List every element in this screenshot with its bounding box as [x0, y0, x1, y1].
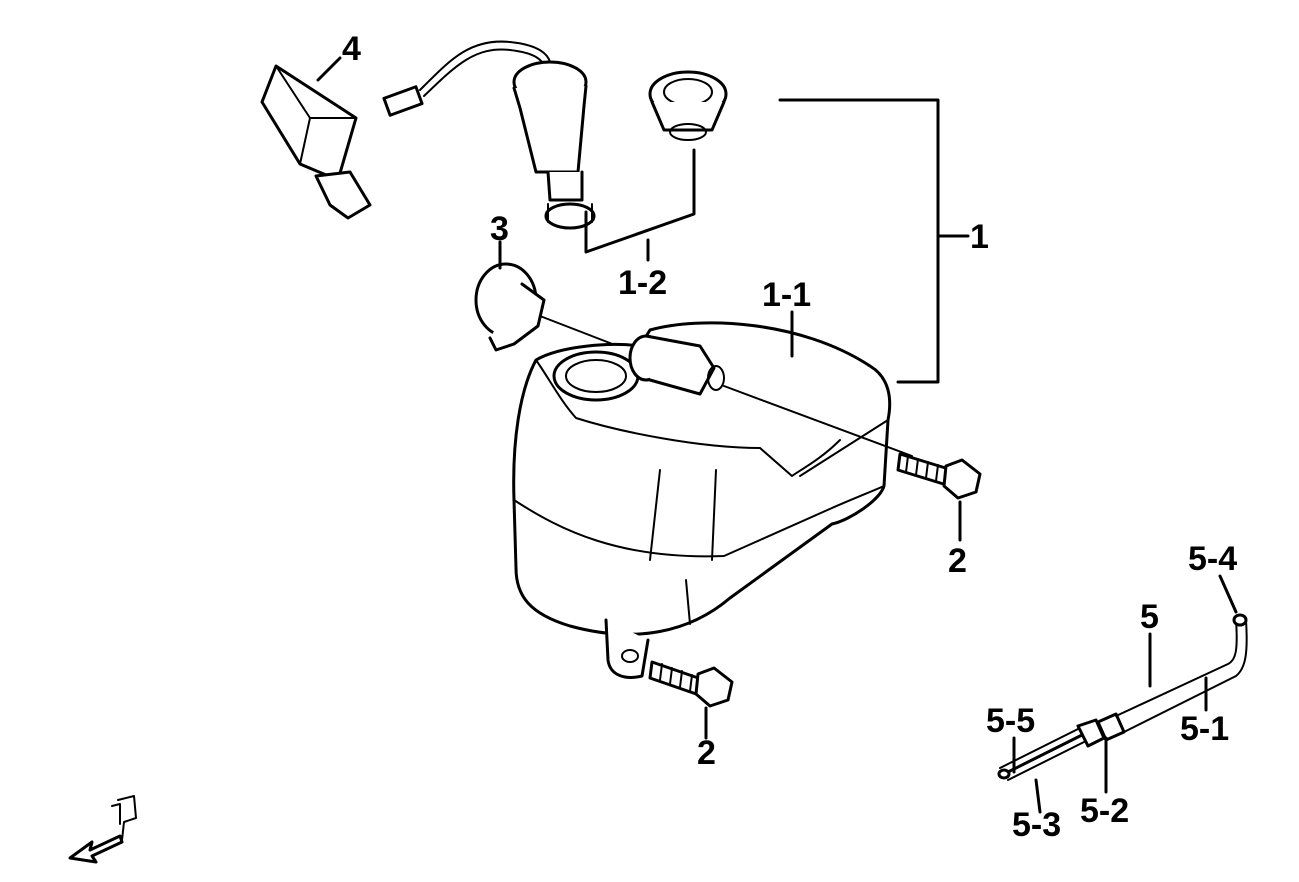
- oil-hose-part: [997, 613, 1248, 781]
- mounting-tab-part: [604, 618, 650, 679]
- bolt-leader-line: [723, 385, 913, 457]
- funnel-part: [260, 64, 372, 220]
- upper-bolt-part: [896, 452, 982, 500]
- callout-3: 3: [490, 210, 509, 248]
- front-arrow-icon: [68, 795, 137, 864]
- callout-5-2: 5-2: [1080, 792, 1129, 830]
- callout-5-4: 5-4: [1188, 540, 1237, 578]
- callout-4: 4: [342, 30, 361, 68]
- oil-tank-part: [512, 321, 892, 636]
- level-sensor-part: [382, 40, 596, 230]
- callout-5-5: 5-5: [986, 702, 1035, 740]
- callout-2-upper: 2: [948, 542, 967, 580]
- callout-2-lower: 2: [697, 734, 716, 772]
- callout-1: 1: [970, 218, 989, 256]
- callout-leaders: [316, 56, 1238, 814]
- callout-5-1: 5-1: [1180, 710, 1229, 748]
- grommet-part: [648, 70, 728, 141]
- tank-cap-part: [474, 262, 546, 352]
- lower-bolt-part: [648, 660, 734, 708]
- callout-5: 5: [1140, 598, 1159, 636]
- callout-1-1: 1-1: [762, 276, 811, 314]
- callout-1-2: 1-2: [618, 264, 667, 302]
- callout-5-3: 5-3: [1012, 806, 1061, 844]
